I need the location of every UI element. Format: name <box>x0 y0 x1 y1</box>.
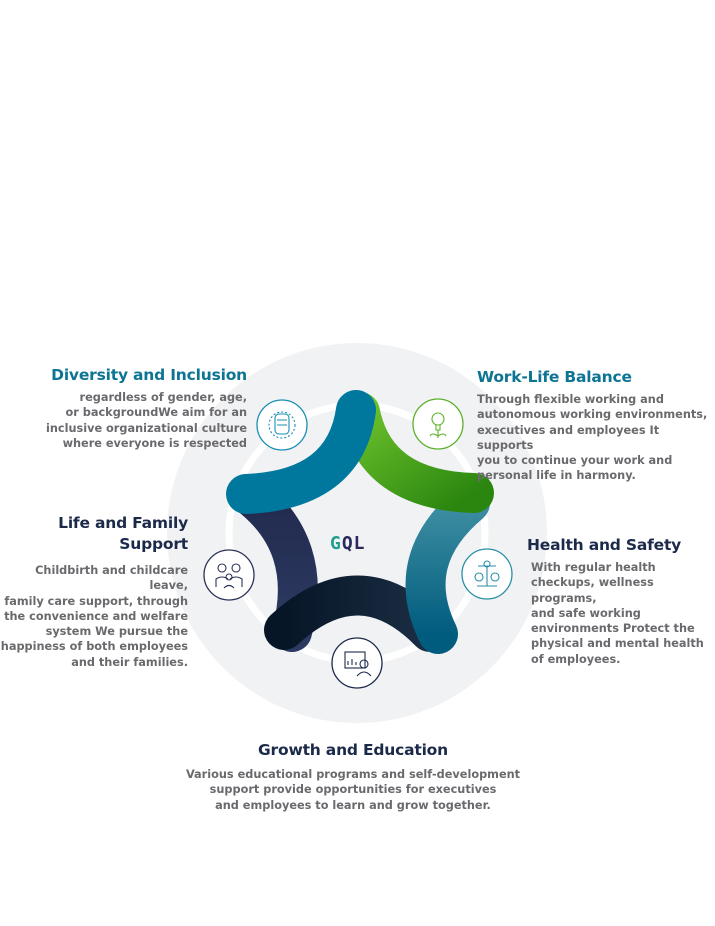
worklife-icon-circle <box>412 398 464 450</box>
gql-logo: GQL <box>330 533 366 554</box>
growth-title: Growth and Education <box>258 741 448 759</box>
health-title: Health and Safety <box>527 536 682 554</box>
section-family: Life and Family Support Childbirth and c… <box>0 513 188 670</box>
arc-diversity <box>226 390 376 514</box>
worklife-title: Work-Life Balance <box>477 368 632 386</box>
presentation-icon <box>344 651 372 677</box>
section-health: Health and Safety With regular health ch… <box>527 535 715 667</box>
raised-fist-icon <box>268 411 296 439</box>
family-icon-circle <box>203 549 255 601</box>
section-diversity: Diversity and Inclusion regardless of ge… <box>7 365 247 451</box>
diversity-title: Diversity and Inclusion <box>51 366 247 384</box>
health-description: With regular health checkups, wellness p… <box>531 561 704 666</box>
arc-health <box>405 483 490 654</box>
family-icon <box>215 563 243 589</box>
fitness-tree-icon <box>474 560 500 587</box>
diversity-description: regardless of gender, age, or background… <box>45 391 247 450</box>
section-growth: Growth and Education Various educational… <box>163 740 543 813</box>
growth-description: Various educational programs and self-de… <box>185 768 521 812</box>
worklife-description: Through flexible working and autonomous … <box>477 393 708 483</box>
family-description: Childbirth and childcare leave, family c… <box>0 564 188 669</box>
family-title: Life and Family Support <box>58 514 188 553</box>
section-worklife: Work-Life Balance Through flexible worki… <box>477 367 715 484</box>
growth-icon-circle <box>331 637 383 689</box>
lightbulb-plant-icon <box>429 412 447 438</box>
